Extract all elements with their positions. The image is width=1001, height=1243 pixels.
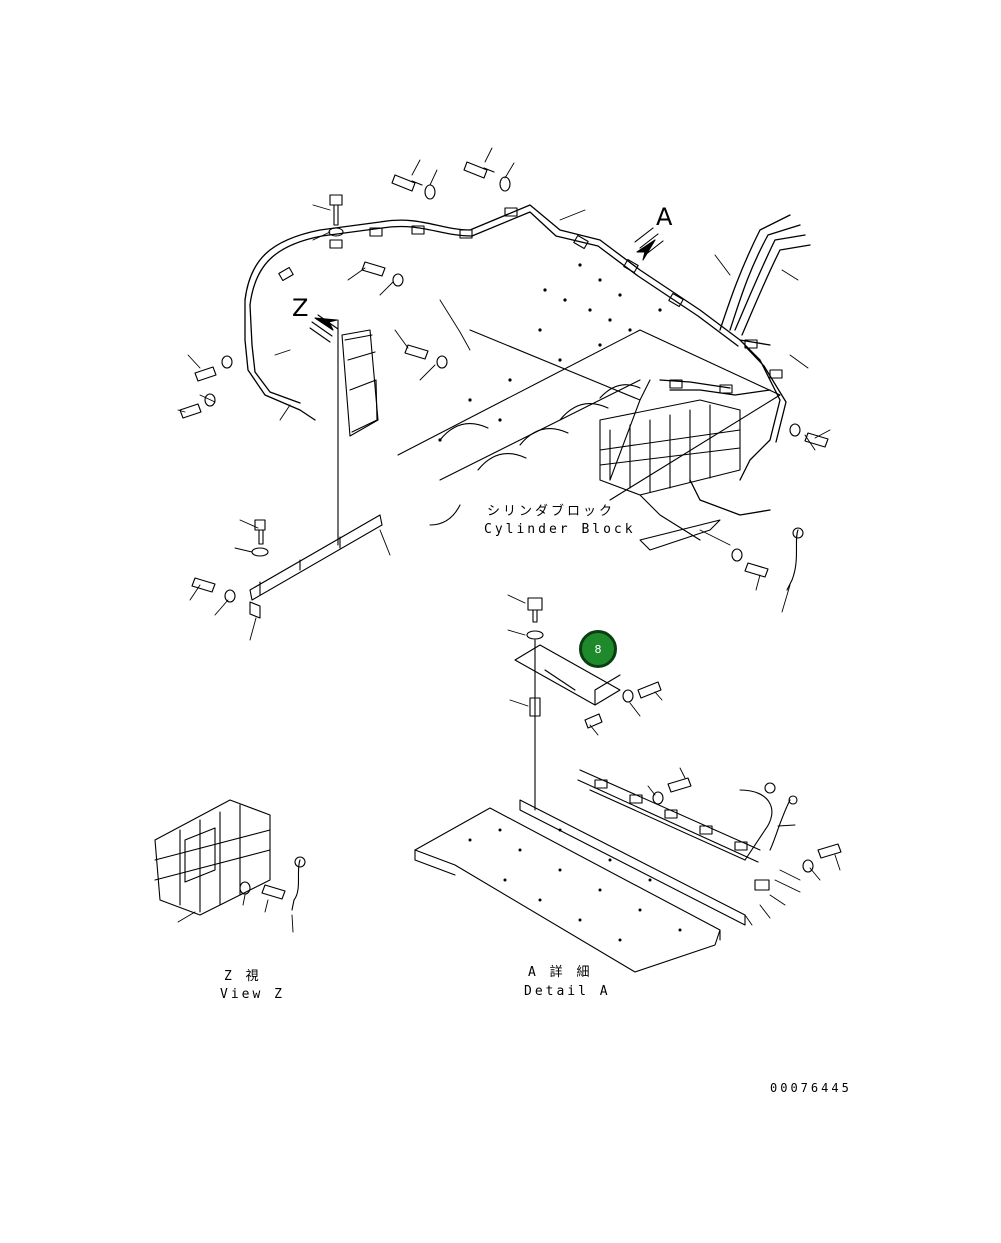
detail-a-title-jp: A 詳 細 xyxy=(528,965,593,980)
leader-lines-main xyxy=(177,147,831,641)
view-arrows xyxy=(309,227,664,343)
view-z-title-jp: Z 視 xyxy=(224,969,262,984)
cylinder-block-label-en: Cylinder Block xyxy=(484,522,636,537)
view-a-marker: A xyxy=(656,203,673,231)
cylinder-block-plate xyxy=(397,263,781,526)
cylinder-block-label-jp: シリンダブロック xyxy=(487,504,616,519)
detail-a-assembly xyxy=(414,594,842,973)
detail-a-title-en: Detail A xyxy=(524,984,611,999)
rail-left xyxy=(191,514,383,619)
view-z-marker: Z xyxy=(292,294,309,322)
part-callout-8[interactable]: 8 xyxy=(579,630,617,668)
right-brackets xyxy=(599,399,741,551)
part-callout-8-label: 8 xyxy=(594,642,602,656)
z-bracket xyxy=(337,319,379,546)
bolts-washers-main xyxy=(179,161,829,591)
harness-clamps xyxy=(278,207,783,394)
wire-harness-main xyxy=(244,204,811,516)
view-z-assembly xyxy=(154,799,306,933)
drawing-number: 00076445 xyxy=(770,1081,852,1095)
view-z-title-en: View Z xyxy=(220,987,285,1002)
